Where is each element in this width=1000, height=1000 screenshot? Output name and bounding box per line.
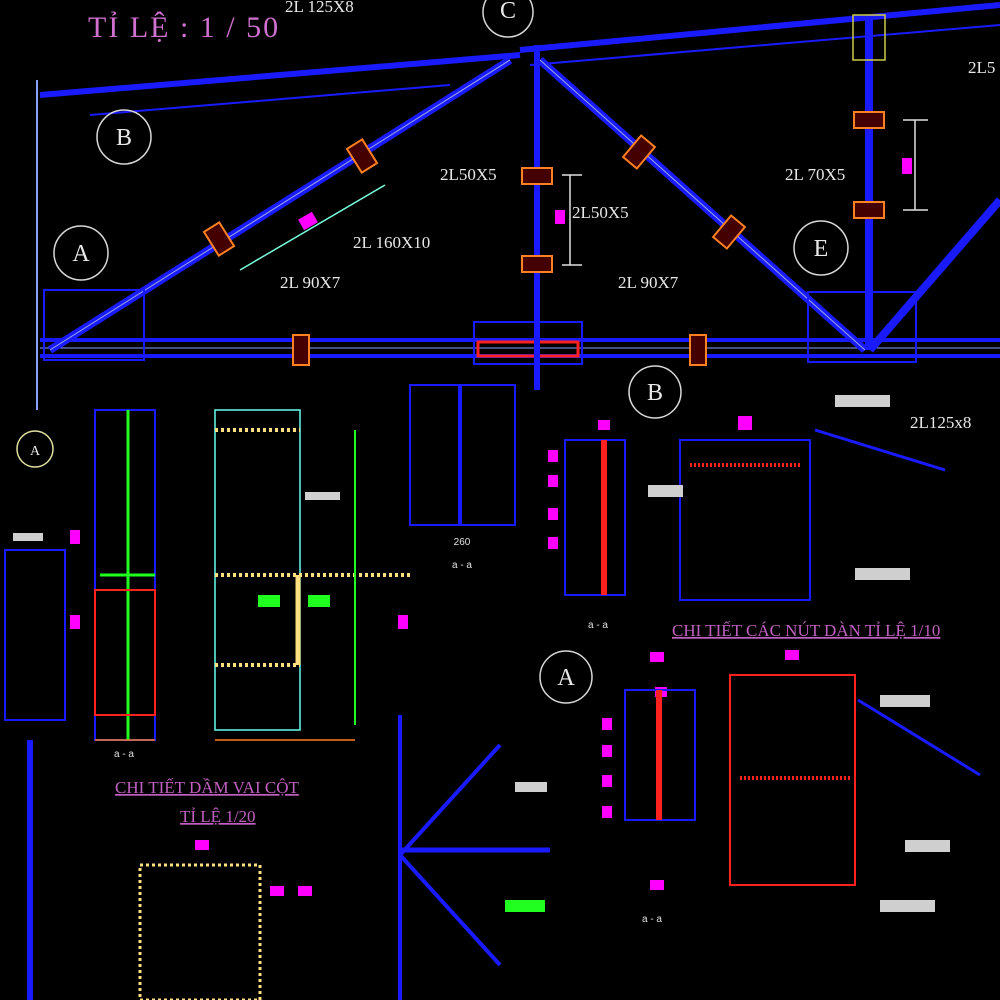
label-vert-center-b: 2L50X5 — [572, 203, 629, 222]
section-label-3: a - a — [114, 749, 134, 760]
bubbles — [16, 0, 849, 704]
bubble-c: C — [500, 0, 516, 24]
bottom-chord — [40, 321, 1000, 365]
section-label-1: a - a — [452, 560, 472, 571]
section-label-4: a - a — [642, 914, 662, 925]
bubble-a: A — [72, 241, 90, 267]
bubble-a2: A — [557, 665, 575, 691]
spacer-plates — [202, 111, 885, 366]
nodes-detail-title: CHI TIẾT CÁC NÚT DÀN TỈ LỆ 1/10 — [672, 621, 940, 640]
label-diag-left: 2L 160X10 — [353, 233, 430, 252]
grey-tags — [13, 395, 950, 912]
label-bottom-left: 2L 90X7 — [280, 273, 341, 292]
label-top-chord: 2L 125X8 — [285, 0, 354, 16]
label-right-edge: 2L5 — [968, 58, 995, 77]
label-vert-center-a: 2L50X5 — [440, 165, 497, 184]
label-node-detail: 2L125x8 — [910, 413, 971, 432]
bracket-detail-scale: TỈ LỆ 1/20 — [180, 807, 256, 826]
bracket-detail-title: CHI TIẾT DẦM VAI CỘT — [115, 778, 299, 797]
node-details — [398, 384, 981, 1000]
label-vert-right: 2L 70X5 — [785, 165, 845, 184]
dim-260: 260 — [454, 537, 471, 548]
scale-title: TỈ LỆ : 1 / 50 — [88, 11, 280, 44]
section-label-2: a - a — [588, 620, 608, 631]
bracket-detail — [4, 409, 410, 1000]
label-bottom-right: 2L 90X7 — [618, 273, 679, 292]
top-chord — [39, 2, 1000, 116]
verticals — [36, 14, 917, 410]
bubble-b2: B — [647, 380, 663, 406]
dimension-lines — [562, 119, 928, 266]
grid-bubble-a: A — [30, 444, 41, 459]
bubble-e: E — [814, 236, 829, 262]
bubble-b: B — [116, 125, 132, 151]
diagonals — [47, 56, 1000, 354]
